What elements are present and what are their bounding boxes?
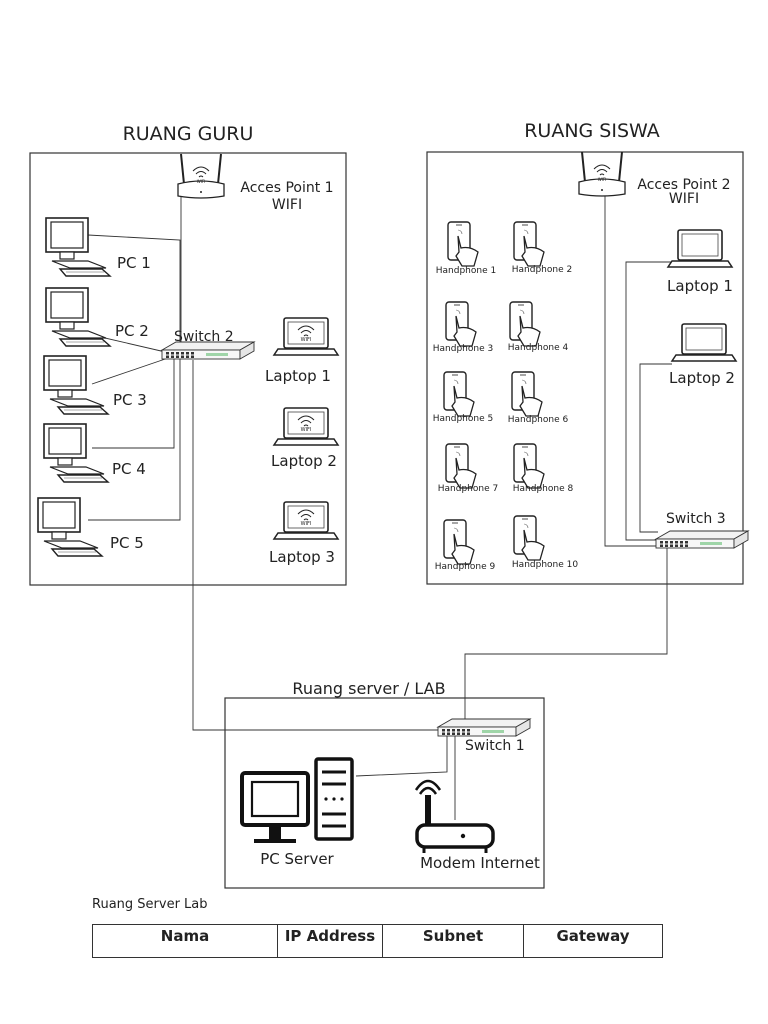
pc-2-label: PC 2 — [115, 322, 149, 340]
access-point-1: WIFI — [177, 153, 225, 199]
siswa-cables — [464, 193, 672, 722]
ap2-badge: WIFI — [598, 177, 607, 182]
handphone-7-label: Handphone 7 — [438, 484, 498, 494]
guru-laptop-3-label: Laptop 3 — [269, 548, 335, 566]
modem-icon — [414, 779, 495, 853]
access-point-2: WIFI — [578, 151, 626, 197]
handphone-7 — [445, 443, 477, 489]
svg-text:WIFI: WIFI — [301, 427, 312, 433]
handphone-6-label: Handphone 6 — [508, 415, 569, 425]
ruang-guru-title: RUANG GURU — [123, 123, 254, 145]
handphone-3-label: Handphone 3 — [433, 344, 493, 354]
table-caption: Ruang Server Lab — [92, 897, 208, 912]
modem-label: Modem Internet — [420, 854, 540, 872]
pc-server-label: PC Server — [260, 850, 334, 868]
guru-laptop-1-label: Laptop 1 — [265, 367, 331, 385]
ruang-guru-box — [29, 152, 347, 586]
pc-server-icon — [240, 757, 354, 843]
handphone-5-label: Handphone 5 — [433, 414, 493, 424]
col-nama: Nama — [92, 924, 278, 958]
ap1-badge: WIFI — [197, 179, 206, 184]
switch-3-label: Switch 3 — [666, 511, 726, 527]
pc-1-label: PC 1 — [117, 254, 151, 272]
ruang-server-title: Ruang server / LAB — [292, 679, 445, 698]
switch-2-label: Switch 2 — [174, 329, 234, 345]
handphone-2 — [513, 221, 545, 267]
handphone-4-label: Handphone 4 — [508, 343, 569, 353]
handphone-10-label: Handphone 10 — [512, 560, 578, 570]
pc-1 — [45, 217, 111, 277]
siswa-laptop-1 — [667, 229, 733, 268]
svg-text:WIFI: WIFI — [301, 521, 312, 527]
handphone-10 — [513, 515, 545, 561]
ruang-siswa-box — [426, 151, 744, 585]
ap1-label-line1: Acces Point 1 — [240, 180, 333, 196]
pc-3-label: PC 3 — [113, 391, 147, 409]
table-header-row: Nama IP Address Subnet Gateway — [92, 924, 663, 958]
guru-laptop-3: WIFI — [273, 501, 339, 540]
ruang-server-box — [224, 697, 545, 889]
guru-laptop-2: WIFI — [273, 407, 339, 446]
ap2-label-line1: Acces Point 2 — [637, 177, 730, 193]
server-cables — [355, 734, 456, 820]
pc-3 — [43, 355, 109, 415]
pc-4 — [43, 423, 109, 483]
network-diagram: RUANG GURU RUANG SISWA Ruang server / LA… — [29, 120, 749, 889]
switch-1-label: Switch 1 — [465, 738, 525, 754]
col-gateway: Gateway — [523, 924, 663, 958]
handphone-4 — [509, 301, 541, 347]
pc-5-label: PC 5 — [110, 534, 144, 552]
guru-laptop-2-label: Laptop 2 — [271, 452, 337, 470]
guru-laptop-1: WIFI — [273, 317, 339, 356]
ap1-label-line2: WIFI — [272, 197, 302, 213]
switch-3 — [655, 530, 749, 549]
siswa-laptop-2-label: Laptop 2 — [669, 369, 735, 387]
server-lab-table: Nama IP Address Subnet Gateway — [92, 924, 663, 958]
siswa-laptop-2 — [671, 323, 737, 362]
col-ip-address: IP Address — [277, 924, 383, 958]
handphone-2-label: Handphone 2 — [512, 265, 572, 275]
handphone-1-label: Handphone 1 — [436, 266, 496, 276]
pc-4-label: PC 4 — [112, 460, 146, 478]
svg-text:WIFI: WIFI — [301, 337, 312, 343]
pc-2 — [45, 287, 111, 347]
switch-1 — [437, 718, 531, 737]
siswa-laptop-1-label: Laptop 1 — [667, 277, 733, 295]
handphone-8 — [513, 443, 545, 489]
handphone-1 — [447, 221, 479, 267]
handphone-3 — [445, 301, 477, 347]
handphone-5 — [443, 371, 475, 417]
ap2-label-line2: WIFI — [669, 191, 699, 207]
col-subnet: Subnet — [382, 924, 524, 958]
ruang-siswa-title: RUANG SISWA — [524, 120, 660, 142]
handphone-9 — [443, 519, 475, 565]
pc-5 — [37, 497, 103, 557]
handphone-6 — [511, 371, 543, 417]
handphone-9-label: Handphone 9 — [435, 562, 496, 572]
handphone-8-label: Handphone 8 — [513, 484, 574, 494]
